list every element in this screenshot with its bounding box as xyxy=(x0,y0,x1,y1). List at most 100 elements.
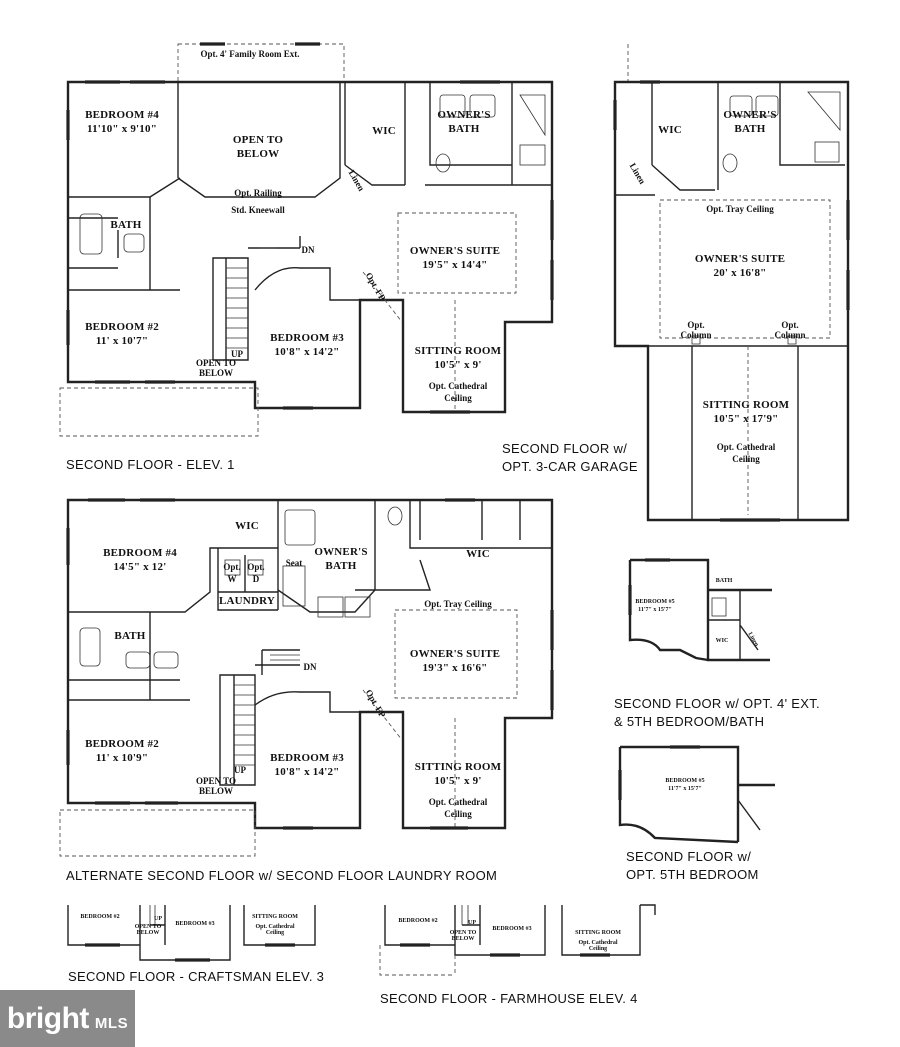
sink-icon xyxy=(125,651,151,669)
svg-text:10'8" x 14'2": 10'8" x 14'2" xyxy=(275,346,340,358)
bed5-caption-line1: SECOND FLOOR w/ xyxy=(626,849,751,864)
sink-icon xyxy=(153,651,179,669)
watermark-suffix: MLS xyxy=(94,1015,129,1032)
svg-text:Ceiling: Ceiling xyxy=(444,809,472,819)
svg-text:Seat: Seat xyxy=(286,558,303,568)
garage-caption-line1: SECOND FLOOR w/ xyxy=(502,441,627,456)
bright-mls-watermark: bright MLS xyxy=(0,990,135,1047)
svg-text:BELOW: BELOW xyxy=(137,930,160,936)
svg-text:DN: DN xyxy=(302,245,315,255)
bedroom4-label: BEDROOM #4 xyxy=(85,109,159,121)
watermark-brand: bright xyxy=(6,1001,89,1035)
shower-icon xyxy=(711,597,727,617)
svg-text:19'5" x 14'4": 19'5" x 14'4" xyxy=(423,259,488,271)
toilet-icon xyxy=(387,506,403,526)
owners-suite-label: OWNER'S SUITE xyxy=(695,253,785,265)
svg-text:BEDROOM #3: BEDROOM #3 xyxy=(492,926,531,932)
plan-4ft-ext-bed5: BEDROOM #5 11'7" x 15'7" BATH WIC Linen … xyxy=(614,558,820,729)
svg-text:BATH: BATH xyxy=(448,123,479,135)
elev1-porch-outline xyxy=(59,387,259,437)
svg-text:Opt.: Opt. xyxy=(781,320,798,330)
svg-text:Std. Kneewall: Std. Kneewall xyxy=(231,205,285,215)
tray-ceiling-outline xyxy=(397,212,517,294)
svg-text:19'3" x 16'6": 19'3" x 16'6" xyxy=(423,662,488,674)
svg-text:BATH: BATH xyxy=(325,560,356,572)
svg-text:BELOW: BELOW xyxy=(452,936,475,942)
svg-text:OPEN TO: OPEN TO xyxy=(135,924,162,930)
dryer-icon xyxy=(247,559,264,576)
svg-text:Opt.: Opt. xyxy=(687,320,704,330)
svg-text:Opt. Cathedral: Opt. Cathedral xyxy=(429,797,488,807)
svg-text:Ceiling: Ceiling xyxy=(444,393,472,403)
shower-icon xyxy=(519,144,546,166)
sitting-room-label: SITTING ROOM xyxy=(415,761,502,773)
svg-text:OPEN TO: OPEN TO xyxy=(196,358,236,368)
farmhouse-caption: SECOND FLOOR - FARMHOUSE ELEV. 4 xyxy=(380,991,638,1006)
sink-icon xyxy=(439,94,466,118)
toilet-icon xyxy=(722,153,738,173)
sink-icon xyxy=(317,596,344,618)
plan-5th-bedroom: BEDROOM #5 11'7" x 15'7" SECOND FLOOR w/… xyxy=(618,745,775,882)
svg-text:Opt. Tray Ceiling: Opt. Tray Ceiling xyxy=(424,599,492,609)
svg-text:Opt. FP: Opt. FP xyxy=(364,271,388,303)
svg-text:WIC: WIC xyxy=(658,124,682,136)
sink-icon xyxy=(123,233,145,253)
svg-text:Opt.: Opt. xyxy=(247,562,264,572)
svg-text:BELOW: BELOW xyxy=(237,148,280,160)
bedroom5-label: BEDROOM #5 xyxy=(665,778,704,784)
bed5-caption-line2: OPT. 5TH BEDROOM xyxy=(626,867,759,882)
elev1-caption: SECOND FLOOR - ELEV. 1 xyxy=(66,457,235,472)
column-icon xyxy=(691,335,701,345)
shower-icon xyxy=(814,141,840,163)
corner-tub-icon xyxy=(519,94,546,137)
ext4-caption-line1: SECOND FLOOR w/ OPT. 4' EXT. xyxy=(614,696,820,711)
bath-label: BATH xyxy=(114,630,145,642)
sink-icon xyxy=(469,94,496,118)
svg-text:BEDROOM #2: BEDROOM #2 xyxy=(398,918,437,924)
svg-text:Opt. Tray Ceiling: Opt. Tray Ceiling xyxy=(706,204,774,214)
bedroom2-label: BEDROOM #2 xyxy=(85,738,159,750)
plan-craftsman: BEDROOM #2 UP OPEN TO BELOW BEDROOM #3 S… xyxy=(67,905,324,984)
sink-icon xyxy=(755,95,779,117)
bath-label: BATH xyxy=(110,219,141,231)
svg-text:OPEN TO: OPEN TO xyxy=(196,776,236,786)
svg-text:Opt. Cathedral: Opt. Cathedral xyxy=(579,940,618,946)
plan-3car-garage: WIC OWNER'S BATH Linen Opt. Tray Ceiling… xyxy=(502,44,850,522)
plan-elev1: Opt. 4' Family Room Ext. BEDROOM #4 11'1… xyxy=(59,42,554,472)
svg-text:10'5" x 17'9": 10'5" x 17'9" xyxy=(714,413,779,425)
svg-text:DN: DN xyxy=(304,662,317,672)
svg-text:Linen: Linen xyxy=(347,168,367,192)
corner-tub-icon xyxy=(807,91,841,132)
svg-text:14'5" x 12': 14'5" x 12' xyxy=(114,561,167,573)
sitting-room-label: SITTING ROOM xyxy=(415,345,502,357)
svg-text:BATH: BATH xyxy=(716,578,733,584)
svg-text:OPEN TO: OPEN TO xyxy=(450,930,477,936)
svg-text:BEDROOM #2: BEDROOM #2 xyxy=(80,914,119,920)
svg-text:OWNER'S: OWNER'S xyxy=(314,546,367,558)
svg-text:BATH: BATH xyxy=(734,123,765,135)
sitting-room-label: SITTING ROOM xyxy=(703,399,790,411)
svg-text:WIC: WIC xyxy=(466,548,490,560)
svg-text:Ceiling: Ceiling xyxy=(266,930,284,936)
svg-text:11' x 10'9": 11' x 10'9" xyxy=(96,752,148,764)
svg-text:W: W xyxy=(228,574,237,584)
svg-text:Opt. Cathedral: Opt. Cathedral xyxy=(429,381,488,391)
owners-suite-label: OWNER'S SUITE xyxy=(410,648,500,660)
plan-alternate-laundry: BEDROOM #4 14'5" x 12' WIC Opt. W Opt. D… xyxy=(59,498,554,883)
craftsman-caption: SECOND FLOOR - CRAFTSMAN ELEV. 3 xyxy=(68,969,324,984)
svg-text:Opt. Cathedral: Opt. Cathedral xyxy=(256,924,295,930)
svg-text:UP: UP xyxy=(468,920,476,926)
bedroom3-label: BEDROOM #3 xyxy=(270,752,344,764)
svg-text:UP: UP xyxy=(154,916,162,922)
svg-text:Ceiling: Ceiling xyxy=(732,454,760,464)
svg-text:BEDROOM #3: BEDROOM #3 xyxy=(175,921,214,927)
svg-text:Linen: Linen xyxy=(628,161,648,185)
wic-label: WIC xyxy=(372,125,396,137)
svg-text:Column: Column xyxy=(774,330,805,340)
bathtub-icon xyxy=(79,213,103,255)
svg-text:OWNER'S: OWNER'S xyxy=(437,109,490,121)
svg-text:Opt. Railing: Opt. Railing xyxy=(234,188,282,198)
svg-text:SITTING ROOM: SITTING ROOM xyxy=(575,930,621,936)
bedroom2-label: BEDROOM #2 xyxy=(85,321,159,333)
